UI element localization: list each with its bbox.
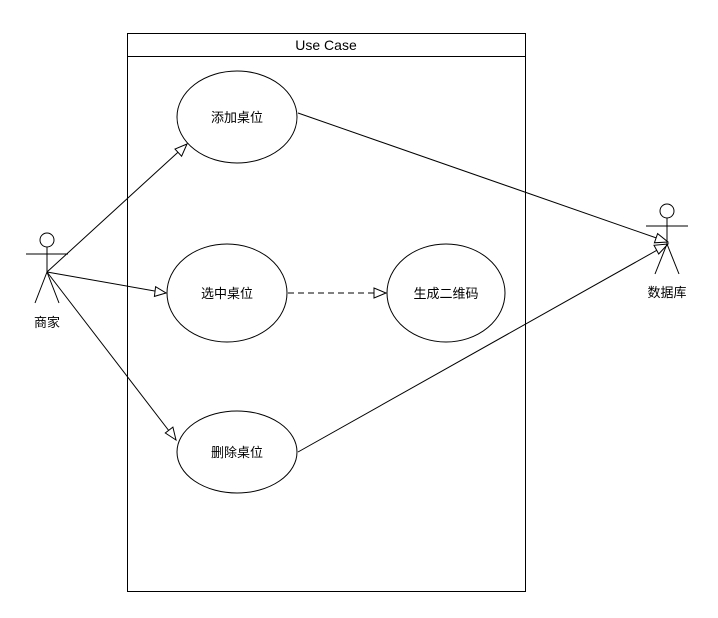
arrowhead-add (174, 143, 188, 158)
use-case-label-select-table: 选中桌位 (201, 287, 253, 302)
use-case-label-delete-table: 删除桌位 (211, 446, 263, 461)
use-case-add-table[interactable]: 添加桌位 (176, 70, 298, 164)
use-case-delete-table[interactable]: 删除桌位 (176, 410, 298, 494)
system-boundary: Use Case (127, 33, 526, 592)
arrowheads (153, 143, 670, 442)
association-merchant-add (46, 143, 188, 273)
actor-database-label: 数据库 (647, 285, 686, 301)
association-delete-database (297, 243, 669, 453)
actor-merchant-head (39, 232, 55, 248)
arrowhead-database-top (653, 232, 670, 244)
actor-database[interactable]: 数据库 (646, 203, 688, 301)
use-case-generate-qr[interactable]: 生成二维码 (386, 243, 506, 343)
arrowhead-generate (373, 287, 388, 299)
use-case-select-table[interactable]: 选中桌位 (166, 243, 288, 343)
system-title: Use Case (295, 37, 357, 53)
actor-merchant[interactable]: 商家 (26, 232, 68, 331)
relation-lines (46, 112, 669, 453)
arrowhead-select (153, 285, 168, 298)
association-merchant-select (46, 271, 167, 294)
actor-merchant-label: 商家 (34, 315, 60, 331)
association-merchant-delete (46, 271, 177, 441)
arrowhead-delete (164, 426, 177, 442)
use-case-label-add-table: 添加桌位 (211, 111, 263, 126)
actor-database-head (659, 203, 675, 219)
arrowhead-database-bottom (653, 243, 670, 255)
association-add-database (297, 112, 669, 243)
use-case-label-generate-qr: 生成二维码 (413, 287, 478, 302)
